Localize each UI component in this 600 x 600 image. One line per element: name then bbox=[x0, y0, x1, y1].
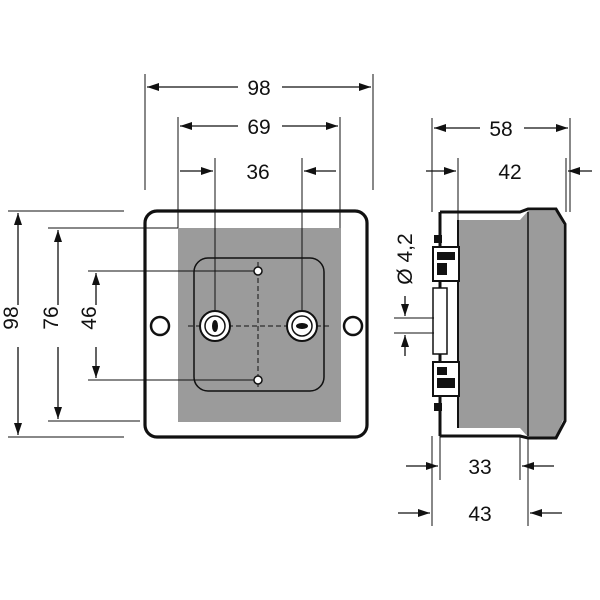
dim-bottom-43: 43 bbox=[468, 503, 491, 526]
dim-depth-58: 58 bbox=[489, 118, 512, 141]
right-socket bbox=[286, 310, 318, 342]
dim-hole-diameter: Ø 4,2 bbox=[394, 233, 417, 284]
side-gray-body bbox=[458, 211, 563, 437]
front-view: 98 69 36 98 76 46 bbox=[0, 74, 374, 439]
dim-bottom-33: 33 bbox=[468, 456, 491, 479]
top-screw-hole bbox=[253, 266, 263, 276]
right-mount-hole bbox=[342, 315, 364, 337]
front-housing-outline bbox=[143, 209, 369, 439]
dim-height-98: 98 bbox=[0, 306, 23, 329]
side-body-outline bbox=[440, 207, 567, 440]
dim-depth-42: 42 bbox=[498, 161, 521, 184]
dim-height-76: 76 bbox=[40, 306, 63, 329]
dim-height-46: 46 bbox=[78, 306, 101, 329]
socket-plate bbox=[193, 257, 325, 392]
left-mount-hole bbox=[149, 315, 171, 337]
dim-width-98: 98 bbox=[247, 77, 270, 100]
dim-width-69: 69 bbox=[247, 116, 270, 139]
side-view: 58 42 Ø 4,2 33 43 bbox=[394, 115, 592, 526]
bottom-screw-hole bbox=[253, 375, 263, 385]
dim-width-36: 36 bbox=[246, 161, 269, 184]
side-clips bbox=[432, 235, 460, 411]
left-socket bbox=[199, 310, 231, 342]
